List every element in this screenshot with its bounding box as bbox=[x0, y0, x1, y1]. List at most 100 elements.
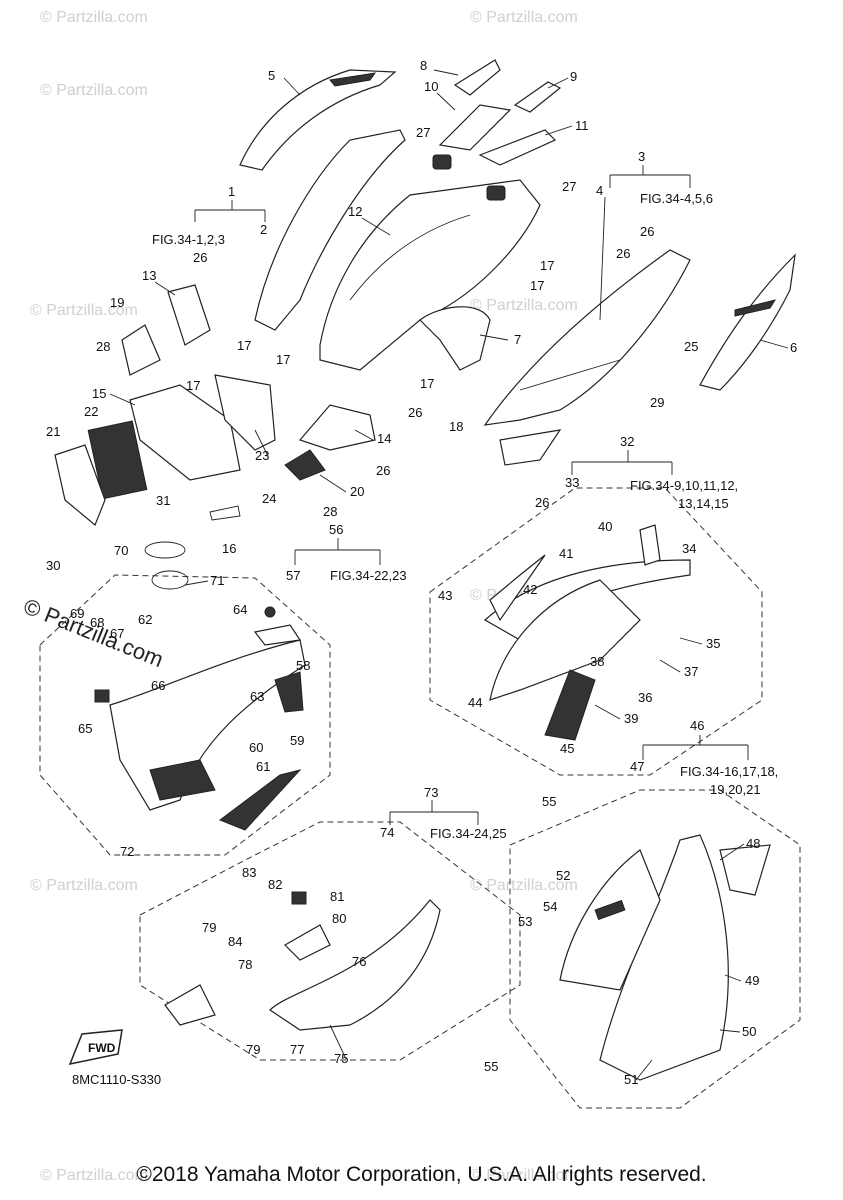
watermark: © Partzilla.com bbox=[40, 82, 148, 99]
bracket-46 bbox=[642, 735, 749, 760]
part-75 bbox=[269, 899, 441, 1031]
label-73: 73 bbox=[424, 785, 438, 800]
label-50: 50 bbox=[742, 1024, 756, 1039]
label-33: 33 bbox=[565, 475, 579, 490]
label-43: 43 bbox=[438, 588, 452, 603]
label-58: 58 bbox=[296, 658, 310, 673]
label-15: 15 bbox=[92, 386, 106, 401]
label-77: 77 bbox=[290, 1042, 304, 1057]
part-13 bbox=[167, 284, 211, 346]
part-9 bbox=[513, 81, 562, 113]
label-4: 4 bbox=[596, 183, 603, 198]
fwd-label: FWD bbox=[88, 1041, 116, 1055]
label-56: 56 bbox=[329, 522, 343, 537]
part-10 bbox=[438, 104, 512, 151]
label-44: 44 bbox=[468, 695, 482, 710]
part-71 bbox=[151, 570, 189, 590]
part-47-vent bbox=[594, 899, 626, 921]
label-48: 48 bbox=[746, 836, 760, 851]
bracket-1 bbox=[194, 200, 266, 222]
label-42: 42 bbox=[523, 582, 537, 597]
part-47-inner bbox=[559, 849, 661, 991]
label-81: 81 bbox=[330, 889, 344, 904]
label-69: 69 bbox=[70, 606, 84, 621]
label-7: 7 bbox=[514, 332, 521, 347]
part-20 bbox=[284, 449, 326, 481]
label-31: 31 bbox=[156, 493, 170, 508]
part-38 bbox=[489, 579, 641, 701]
label-70: 70 bbox=[114, 543, 128, 558]
part-81 bbox=[291, 891, 307, 905]
part-2 bbox=[254, 129, 406, 331]
label-75: 75 bbox=[334, 1051, 348, 1066]
label-26c: 26 bbox=[616, 246, 630, 261]
part-4-line bbox=[519, 359, 621, 391]
part-74-cover bbox=[164, 984, 216, 1026]
label-17b: 17 bbox=[530, 278, 544, 293]
part-12 bbox=[319, 179, 541, 371]
group-box-33 bbox=[429, 487, 763, 776]
label-82: 82 bbox=[268, 877, 282, 892]
part-61-mesh bbox=[149, 759, 216, 801]
label-17a: 17 bbox=[540, 258, 554, 273]
label-6: 6 bbox=[790, 340, 797, 355]
label-74: 74 bbox=[380, 825, 394, 840]
label-2: 2 bbox=[260, 222, 267, 237]
fig-ref-56: FIG.34-22,23 bbox=[330, 568, 407, 583]
part-45-mesh bbox=[544, 669, 596, 741]
label-64: 64 bbox=[233, 602, 247, 617]
part-27a bbox=[432, 154, 452, 170]
label-28b: 28 bbox=[323, 504, 337, 519]
part-64 bbox=[264, 606, 276, 618]
copyright-notice: ©2018 Yamaha Motor Corporation, U.S.A. A… bbox=[136, 1163, 707, 1186]
part-7 bbox=[419, 306, 491, 371]
part-16 bbox=[209, 505, 241, 521]
label-38: 38 bbox=[590, 654, 604, 669]
label-79a: 79 bbox=[202, 920, 216, 935]
part-23 bbox=[214, 374, 276, 451]
label-45: 45 bbox=[560, 741, 574, 756]
label-26f: 26 bbox=[535, 495, 549, 510]
group-boxes bbox=[39, 487, 801, 1109]
part-70 bbox=[144, 541, 186, 559]
label-76: 76 bbox=[352, 954, 366, 969]
group-box-57 bbox=[39, 574, 331, 856]
watermark: © Partzilla.com bbox=[40, 1167, 148, 1184]
label-5: 5 bbox=[268, 68, 275, 83]
label-17f: 17 bbox=[420, 376, 434, 391]
part-11 bbox=[478, 129, 557, 166]
label-71: 71 bbox=[210, 573, 224, 588]
label-54: 54 bbox=[543, 899, 557, 914]
fig-ref-3: FIG.34-4,5,6 bbox=[640, 191, 713, 206]
label-16: 16 bbox=[222, 541, 236, 556]
label-36: 36 bbox=[638, 690, 652, 705]
part-62 bbox=[253, 624, 302, 646]
label-83: 83 bbox=[242, 865, 256, 880]
label-8: 8 bbox=[420, 58, 427, 73]
label-40: 40 bbox=[598, 519, 612, 534]
label-22: 22 bbox=[84, 404, 98, 419]
label-84: 84 bbox=[228, 934, 242, 949]
part-65 bbox=[94, 689, 110, 703]
part-14 bbox=[298, 404, 376, 451]
figure-references: FIG.34-1,2,3 FIG.34-4,5,6 FIG.34-9,10,11… bbox=[152, 191, 778, 841]
label-39: 39 bbox=[624, 711, 638, 726]
part-15 bbox=[129, 384, 241, 481]
label-55b: 55 bbox=[484, 1059, 498, 1074]
label-67: 67 bbox=[110, 626, 124, 641]
label-21: 21 bbox=[46, 424, 60, 439]
part-6 bbox=[699, 253, 796, 391]
fig-ref-1: FIG.34-1,2,3 bbox=[152, 232, 225, 247]
label-53: 53 bbox=[518, 914, 532, 929]
leader-lines bbox=[109, 69, 789, 1081]
label-41: 41 bbox=[559, 546, 573, 561]
watermark: © Partzilla.com bbox=[470, 9, 578, 26]
label-35: 35 bbox=[706, 636, 720, 651]
label-17e: 17 bbox=[186, 378, 200, 393]
fwd-icon: FWD bbox=[68, 1029, 123, 1066]
part-12-line bbox=[349, 214, 471, 301]
label-30: 30 bbox=[46, 558, 60, 573]
label-28a: 28 bbox=[96, 339, 110, 354]
part-5 bbox=[239, 69, 397, 171]
